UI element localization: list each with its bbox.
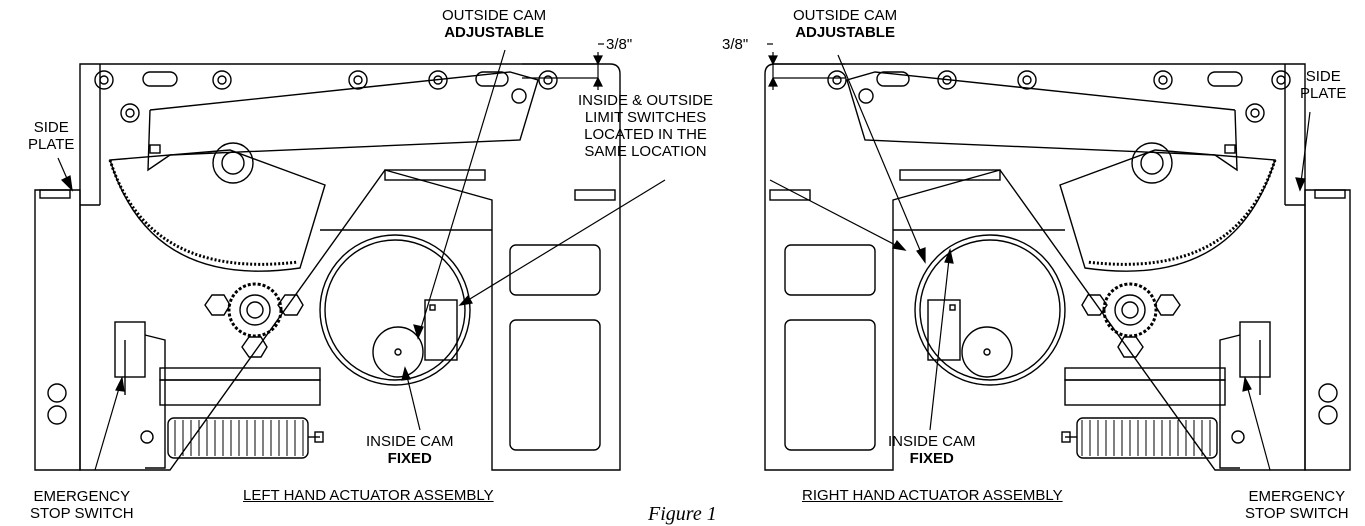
left-outside-cam-label: OUTSIDE CAM ADJUSTABLE: [442, 7, 547, 41]
right-outside-cam-label: OUTSIDE CAM ADJUSTABLE: [793, 7, 898, 41]
right-side-plate-label: SIDE PLATE: [1300, 68, 1347, 102]
right-assembly-title: RIGHT HAND ACTUATOR ASSEMBLY: [802, 487, 1063, 504]
right-actuator-drawing: [763, 62, 1352, 472]
right-leader-lines: [767, 43, 1311, 471]
limit-switches-label: INSIDE & OUTSIDE LIMIT SWITCHES LOCATED …: [578, 92, 714, 160]
left-dimension-label: 3/8": [606, 36, 633, 53]
left-estop-label: EMERGENCY STOP SWITCH: [30, 488, 134, 522]
right-dimension-label: 3/8": [722, 36, 749, 53]
right-estop-label: EMERGENCY STOP SWITCH: [1245, 488, 1349, 522]
left-inside-cam-label: INSIDE CAM FIXED: [366, 433, 454, 467]
figure-caption: Figure 1: [648, 503, 717, 525]
right-inside-cam-label: INSIDE CAM FIXED: [888, 433, 976, 467]
left-assembly-title: LEFT HAND ACTUATOR ASSEMBLY: [243, 487, 494, 504]
left-side-plate-label: SIDE PLATE: [28, 119, 75, 153]
left-actuator-drawing: [33, 62, 622, 472]
left-leader-lines: [57, 43, 666, 471]
